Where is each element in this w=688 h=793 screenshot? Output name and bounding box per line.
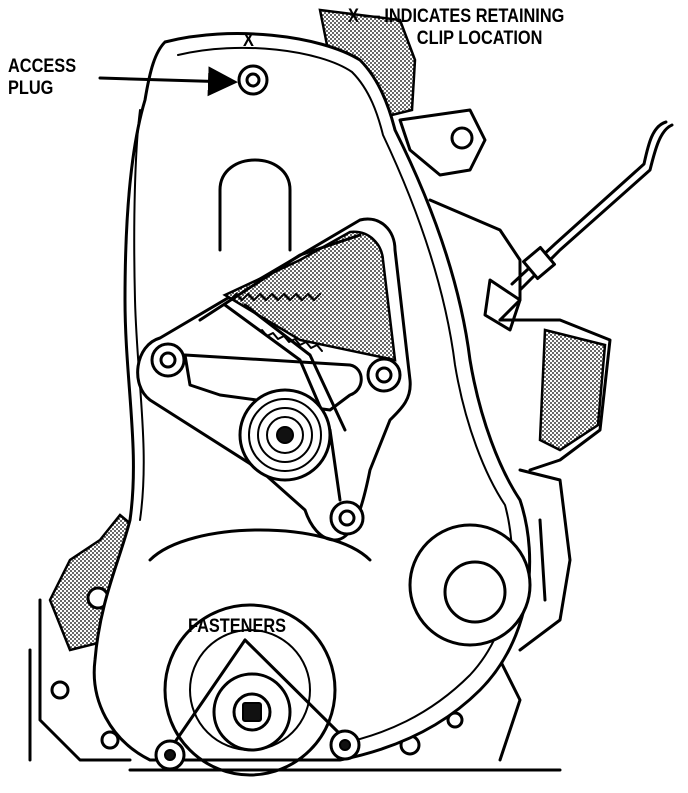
- lower-engine: [128, 658, 562, 772]
- access-plug-hole: [237, 64, 269, 96]
- fasteners-leader-right: [243, 638, 340, 734]
- fastener-holes: [154, 729, 361, 771]
- belt-window: [136, 217, 412, 542]
- engine-block-right: [318, 8, 612, 652]
- retaining-clip-legend-line1: X — INDICATES RETAINING: [348, 6, 565, 27]
- retaining-clip-legend: X — INDICATES RETAINING CLIP LOCATION: [348, 6, 564, 50]
- retaining-clip-legend-line2: CLIP LOCATION: [416, 28, 543, 49]
- access-plug-label-line2: PLUG: [8, 78, 54, 99]
- water-pump-pulley: [408, 523, 532, 647]
- camshaft-sprocket: [238, 388, 332, 482]
- crankshaft-pulley: [148, 528, 372, 777]
- fasteners-label: FASTENERS: [188, 616, 287, 637]
- access-plug-arrow: [98, 66, 238, 97]
- clip-location-marker: X: [243, 30, 254, 51]
- access-plug-label: ACCESS PLUG: [8, 56, 76, 100]
- access-plug-label-line1: ACCESS: [8, 56, 77, 77]
- leader-lines: [98, 66, 340, 744]
- dipstick-tube: [483, 120, 674, 332]
- fasteners-leader-left: [173, 638, 247, 744]
